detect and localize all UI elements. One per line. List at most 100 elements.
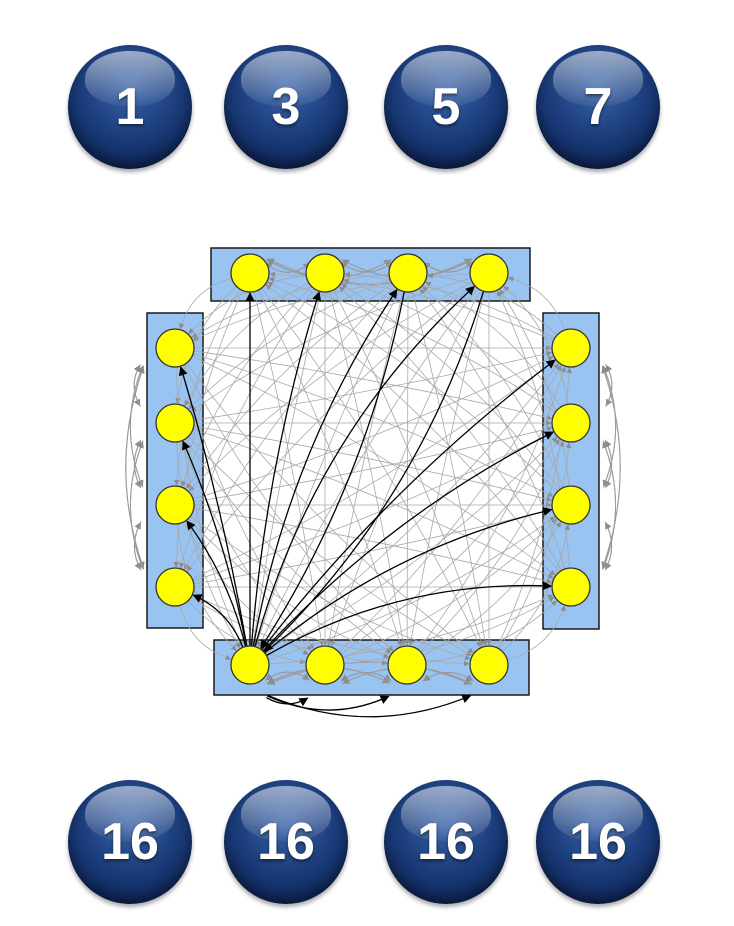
cross-edge: [423, 521, 562, 656]
cross-edge: [173, 288, 241, 486]
cross-edge: [250, 291, 322, 646]
arc-edge: [129, 440, 144, 570]
hub-edge: [250, 291, 322, 647]
cross-edge: [503, 286, 569, 405]
cross-edge: [193, 425, 553, 502]
cross-edge: [178, 277, 232, 330]
cross-edge: [185, 438, 392, 654]
arc-edge: [125, 366, 145, 570]
node-right-3: [551, 485, 591, 525]
cross-edge: [181, 286, 312, 487]
cross-edge: [418, 366, 567, 651]
cross-edge: [192, 355, 556, 576]
top-badge-1: 1: [68, 45, 192, 169]
cross-edge: [267, 281, 558, 492]
cross-edge: [268, 516, 556, 660]
cross-edge: [192, 359, 556, 580]
hub-edge: [262, 431, 555, 652]
bottom-badge-4: 16: [536, 780, 660, 904]
hub-edge: [254, 285, 475, 647]
hub-edge: [252, 288, 398, 647]
node-bottom-1: [230, 645, 270, 685]
arc-edge: [267, 258, 473, 285]
cross-edge: [261, 287, 481, 648]
arc-edge: [422, 672, 474, 682]
cross-edge: [419, 288, 566, 570]
cross-edge: [498, 442, 572, 650]
arc-edge: [133, 521, 142, 571]
hub-edge: [192, 594, 244, 648]
top-badge-3: 5: [384, 45, 508, 169]
hub-edge: [264, 507, 553, 654]
cross-edge: [342, 518, 558, 659]
arc-edge: [602, 365, 617, 488]
arc-edge: [267, 661, 472, 685]
hub-edge: [267, 695, 390, 711]
cross-edge: [258, 287, 478, 648]
cross-edge: [264, 363, 560, 654]
cross-edge: [425, 600, 557, 663]
cross-edge: [507, 276, 566, 331]
arc-edge: [129, 365, 144, 488]
cross-edge: [258, 289, 403, 647]
cross-edge: [189, 515, 471, 661]
arc-edge: [604, 521, 613, 571]
cross-edge: [343, 278, 558, 411]
badge-label: 3: [271, 78, 301, 136]
hub-edge: [186, 520, 247, 647]
node-top-1: [230, 253, 270, 293]
cross-edge: [173, 290, 243, 568]
cross-edge: [193, 507, 553, 584]
cross-edge: [190, 596, 388, 666]
cross-edge: [326, 291, 404, 646]
cross-edge: [193, 508, 553, 585]
cross-edge: [422, 286, 564, 488]
cross-edge: [186, 362, 474, 654]
arc-edge: [423, 261, 475, 273]
cross-edge: [175, 441, 241, 649]
cross-edge: [339, 286, 562, 571]
hub-edge: [263, 291, 485, 652]
hub-edge: [266, 581, 552, 657]
bottom-badge-1: 16: [68, 780, 192, 904]
node-bottom-2: [305, 645, 345, 685]
cross-edge: [192, 356, 554, 500]
node-left-1: [155, 328, 195, 368]
top-badge-4: 7: [536, 45, 660, 169]
node-left-2: [155, 403, 195, 443]
cross-edge: [191, 273, 390, 338]
cross-edge: [338, 364, 562, 653]
cross-edge: [266, 436, 558, 657]
node-bottom-3: [387, 645, 427, 685]
cross-edge: [497, 290, 570, 569]
badge-label: 1: [115, 78, 145, 136]
cross-edge: [268, 276, 556, 413]
cross-edge: [193, 426, 553, 503]
cross-edge: [181, 440, 312, 651]
cross-edge: [507, 605, 566, 661]
cross-edge: [193, 350, 553, 421]
cross-edge: [499, 289, 570, 487]
cross-edge: [176, 523, 237, 652]
cross-edge: [343, 596, 555, 664]
arc-edge: [602, 440, 617, 570]
node-right-2: [551, 403, 591, 443]
hub-edge: [267, 694, 472, 718]
cross-edge: [188, 279, 391, 410]
hub-edge: [178, 366, 248, 647]
badge-label: 16: [569, 813, 627, 871]
node-top-4: [469, 253, 509, 293]
badge-label: 16: [257, 813, 315, 871]
hub-edge: [260, 291, 405, 649]
cross-edge: [190, 277, 471, 412]
node-bottom-4: [469, 645, 509, 685]
cross-edge: [187, 518, 390, 658]
cross-edge: [187, 436, 472, 656]
badge-label: 7: [583, 78, 613, 136]
node-right-4: [551, 567, 591, 607]
badge-label: 16: [417, 813, 475, 871]
node-left-3: [155, 485, 195, 525]
badge-label: 16: [101, 813, 159, 871]
